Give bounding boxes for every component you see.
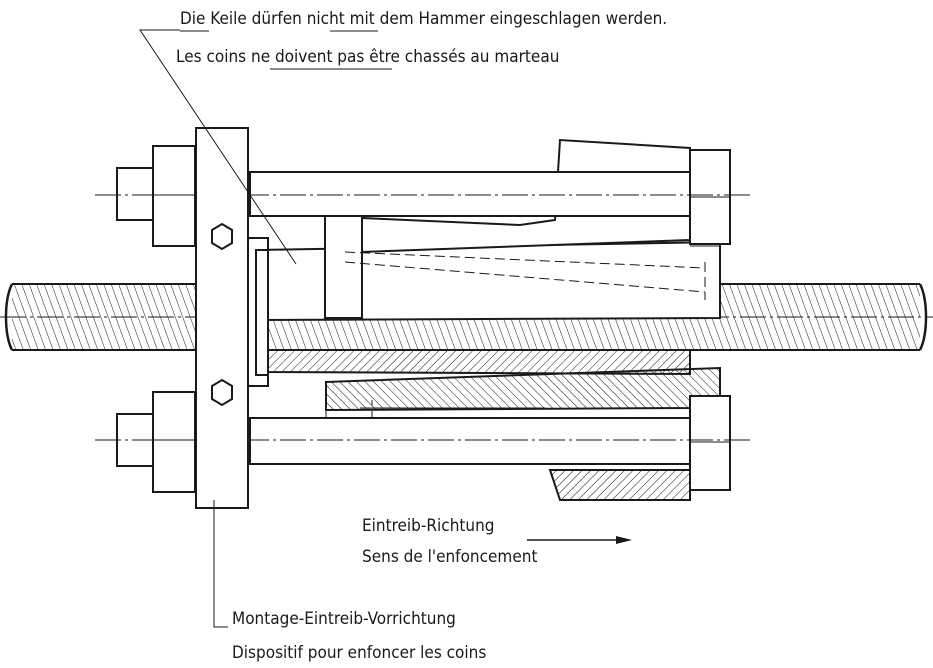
flange-hex-nut-top bbox=[211, 222, 233, 251]
direction-arrow bbox=[527, 536, 632, 544]
mounting-flange bbox=[195, 127, 269, 509]
warning-leader-line bbox=[139, 29, 297, 265]
direction-label-de: Eintreib-Richtung bbox=[362, 516, 494, 536]
socket-section-lower bbox=[267, 349, 721, 501]
flange-hex-nut-bottom bbox=[211, 378, 233, 407]
device-label-fr: Dispositif pour enfoncer les coins bbox=[232, 643, 486, 663]
upper-bolt bbox=[116, 145, 731, 247]
device-leader-line bbox=[213, 500, 228, 628]
warning-text-de: Die Keile dürfen nicht mit dem Hammer ei… bbox=[180, 9, 667, 29]
lower-bolt bbox=[116, 391, 731, 493]
socket-body-upper bbox=[255, 138, 721, 322]
device-label-de: Montage-Eintreib-Vorrichtung bbox=[232, 609, 456, 629]
direction-label-fr: Sens de l'enfoncement bbox=[362, 547, 537, 567]
warning-text-fr: Les coins ne doivent pas être chassés au… bbox=[176, 47, 559, 67]
